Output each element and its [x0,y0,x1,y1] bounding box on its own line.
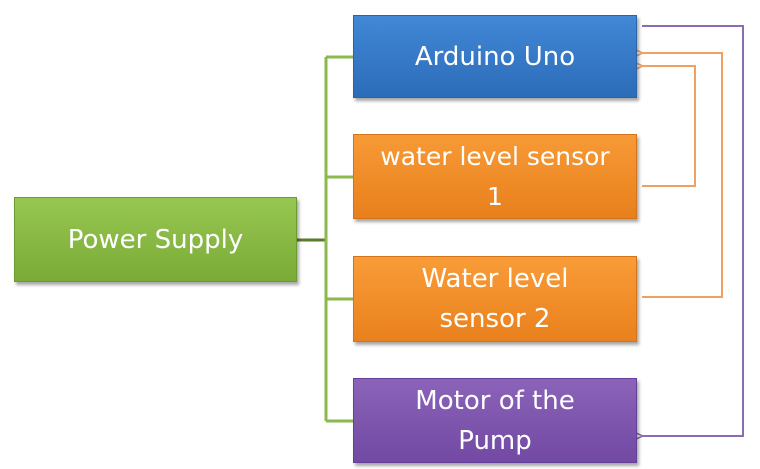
edge-arduino-motor [642,25,744,436]
node-arduino-uno: Arduino Uno [353,15,637,98]
edge-sensor1-arduino [642,66,696,187]
node-power-supply-label: Power Supply [67,224,244,255]
node-water-level-sensor-2: Water level sensor 2 [353,256,637,342]
node-water-level-sensor-1-label: water level sensor 1 [380,141,610,211]
node-power-supply: Power Supply [14,197,297,282]
node-water-level-sensor-2-label: Water level sensor 2 [421,264,569,334]
node-motor-of-the-pump-label: Motor of the Pump [415,385,575,456]
edge-sensor2-arduino [642,53,723,298]
power-tree-connector [297,55,353,423]
node-motor-of-the-pump: Motor of the Pump [353,378,637,463]
node-water-level-sensor-1: water level sensor 1 [353,134,637,219]
node-arduino-uno-label: Arduino Uno [414,41,576,72]
